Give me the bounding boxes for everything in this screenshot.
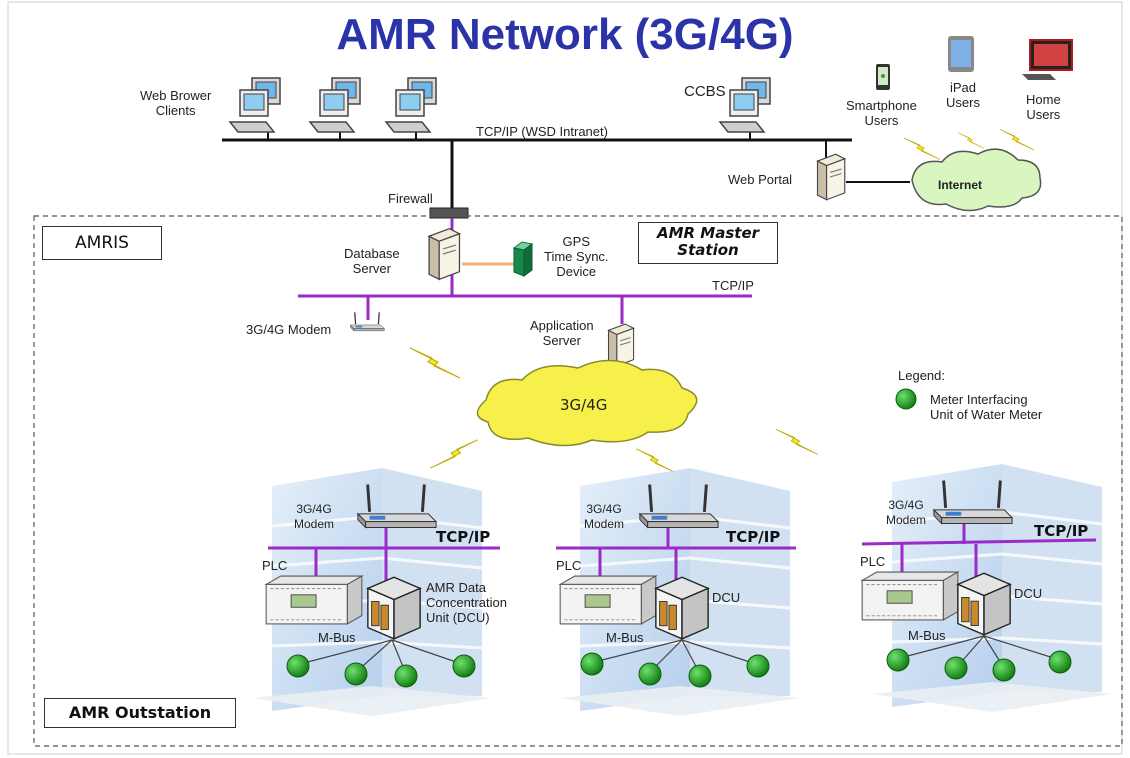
smartphone-icon xyxy=(876,64,890,90)
lightning-home xyxy=(1000,128,1034,151)
home-users-label: Home Users xyxy=(1026,92,1061,122)
ccbs-label: CCBS xyxy=(684,83,726,100)
amr-outstation-box: AMR Outstation xyxy=(44,698,236,728)
outstation-3-modem-label: 3G/4G Modem xyxy=(886,498,927,527)
outstation-1-modem-label: 3G/4G Modem xyxy=(294,502,335,531)
web-client-pc-3 xyxy=(385,77,437,133)
amris-boundary xyxy=(33,215,1123,747)
outstation-3-mbus-label: M-Bus xyxy=(908,628,946,643)
outstation-2-tcpip-label: TCP/IP xyxy=(726,528,781,546)
outstation-2-mbus-label: M-Bus xyxy=(606,630,644,645)
intranet-label: TCP/IP (WSD Intranet) xyxy=(476,124,608,139)
outstation-2-dcu-label: DCU xyxy=(712,590,741,605)
outstation-1-meter-4 xyxy=(452,654,476,678)
outstation-2-meter-2 xyxy=(638,662,662,686)
outstation-1-dcu-icon xyxy=(367,576,421,640)
ccbs-pc xyxy=(719,77,771,133)
ipad-icon xyxy=(948,36,974,72)
lightning-smartphone xyxy=(904,137,940,161)
internet-label: Internet xyxy=(938,178,983,192)
legend-meter-icon xyxy=(895,388,917,410)
application-server xyxy=(607,323,635,367)
outstation-3-dcu-icon xyxy=(957,572,1011,636)
outstation-2-modem-label: 3G/4G Modem xyxy=(584,502,625,531)
outstation-1-plc-icon xyxy=(265,575,363,625)
outstation-1-mbus-label: M-Bus xyxy=(318,630,356,645)
firewall-label: Firewall xyxy=(388,191,433,206)
gps-label: GPS Time Sync. Device xyxy=(544,234,609,279)
amris-box: AMRIS xyxy=(42,226,162,260)
outstation-1-plc-label: PLC xyxy=(262,558,288,573)
lightning-ipad xyxy=(958,132,984,149)
internet-cloud xyxy=(911,148,1042,212)
master-tcpip-label: TCP/IP xyxy=(712,278,754,293)
firewall-icon xyxy=(429,207,469,219)
legend-item-label: Meter Interfacing Unit of Water Meter xyxy=(930,392,1043,422)
outstation-3-meter-1 xyxy=(886,648,910,672)
web-client-pc-1 xyxy=(229,77,281,133)
web-portal-server xyxy=(816,153,846,201)
lightning-outstation-1 xyxy=(429,439,479,469)
master-modem-label: 3G/4G Modem xyxy=(246,322,332,337)
database-server xyxy=(428,228,461,280)
outstation-2-meter-4 xyxy=(746,654,770,678)
legend-title: Legend: xyxy=(898,368,945,383)
master-station-box: AMR Master Station xyxy=(638,222,778,264)
outstation-1-tcpip-label: TCP/IP xyxy=(436,528,491,546)
outstation-1 xyxy=(252,466,500,716)
outstation-2 xyxy=(556,466,800,716)
diagram-title: AMR Network (3G/4G) xyxy=(336,10,794,59)
smartphone-users-label: Smartphone Users xyxy=(846,98,917,128)
lightning-modem xyxy=(409,347,461,379)
lightning-outstation-2 xyxy=(636,448,676,474)
outstation-1-meter-1 xyxy=(286,654,310,678)
home-pc-icon xyxy=(1022,39,1073,80)
outstation-1-dcu-label: AMR Data Concentration Unit (DCU) xyxy=(426,580,507,625)
outstation-3-tcpip-label: TCP/IP xyxy=(1034,522,1089,540)
outstation-1-meter-3 xyxy=(394,664,418,688)
web-clients-label: Web Brower Clients xyxy=(140,88,212,118)
outstation-2-meter-3 xyxy=(688,664,712,688)
lightning-outstation-3 xyxy=(775,428,819,455)
outstation-3 xyxy=(861,462,1112,712)
outstation-2-plc-icon xyxy=(559,575,657,625)
database-server-label: Database Server xyxy=(344,246,400,276)
outstation-3-meter-3 xyxy=(992,658,1016,682)
outstation-1-meter-2 xyxy=(344,662,368,686)
outstation-2-dcu-icon xyxy=(655,576,709,640)
network-cloud-label: 3G/4G xyxy=(560,396,608,414)
outstation-2-plc-label: PLC xyxy=(556,558,582,573)
ipad-users-label: iPad Users xyxy=(946,80,980,110)
outstation-3-plc-label: PLC xyxy=(860,554,886,569)
outstation-3-meter-2 xyxy=(944,656,968,680)
outstation-2-meter-1 xyxy=(580,652,604,676)
mobile-network-cloud xyxy=(476,359,698,447)
web-client-pc-2 xyxy=(309,77,361,133)
application-server-label: Application Server xyxy=(530,318,594,348)
outstation-3-meter-4 xyxy=(1048,650,1072,674)
outstation-3-plc-icon xyxy=(861,571,959,621)
web-portal-label: Web Portal xyxy=(728,172,793,187)
gps-device-icon xyxy=(512,241,534,277)
outstation-3-dcu-label: DCU xyxy=(1014,586,1043,601)
